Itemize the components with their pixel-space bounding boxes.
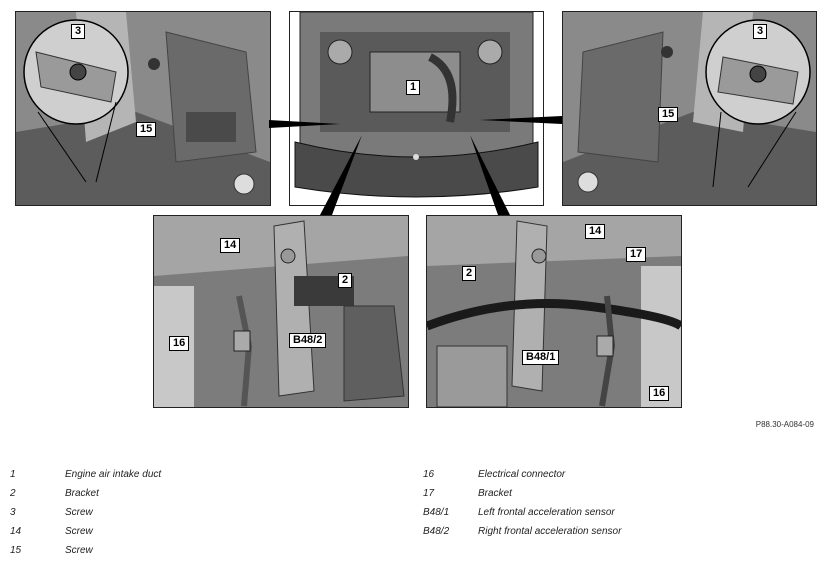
legend-value: Screw xyxy=(65,526,93,537)
callout-14-bottom-right: 14 xyxy=(585,224,606,239)
callout-17-bottom-right: 17 xyxy=(626,247,647,262)
callout-b48-2-bottom-left: B48/2 xyxy=(289,333,327,348)
figure-code: P88.30-A084-09 xyxy=(755,420,814,429)
top-left-illustration xyxy=(16,12,270,205)
legend-value: Screw xyxy=(65,545,93,556)
callout-2-bottom-right: 2 xyxy=(462,266,477,281)
legend-key: 14 xyxy=(10,526,22,537)
detail-panel-bottom-right: 14 2 17 B48/1 16 xyxy=(426,215,682,408)
legend-value: Electrical connector xyxy=(478,469,566,480)
legend-key: 16 xyxy=(423,469,435,480)
legend-value: Engine air intake duct xyxy=(65,469,162,480)
legend-key: 17 xyxy=(423,488,435,499)
detail-panel-top-right: 3 15 xyxy=(562,11,817,206)
callout-2-bottom-left: 2 xyxy=(338,273,353,288)
callout-3-top-right: 3 xyxy=(753,24,768,39)
legend-key: B48/2 xyxy=(423,526,450,537)
legend-value: Bracket xyxy=(65,488,99,499)
bottom-right-illustration xyxy=(427,216,681,407)
legend-key: 3 xyxy=(10,507,16,518)
detail-panel-bottom-left: 14 2 B48/2 16 xyxy=(153,215,409,408)
detail-panel-top-left: 3 15 xyxy=(15,11,271,206)
callout-16-bottom-right: 16 xyxy=(649,386,670,401)
legend-value: Right frontal acceleration sensor xyxy=(478,526,622,537)
legend-key: B48/1 xyxy=(423,507,450,518)
top-right-illustration xyxy=(563,12,816,205)
legend-key: 1 xyxy=(10,469,16,480)
legend-key: 2 xyxy=(10,488,16,499)
legend-value: Bracket xyxy=(478,488,512,499)
callout-3-top-left: 3 xyxy=(71,24,86,39)
callout-15-top-right: 15 xyxy=(658,107,679,122)
callout-1-overview: 1 xyxy=(406,80,421,95)
callout-14-bottom-left: 14 xyxy=(220,238,241,253)
overview-panel-engine-bay: 1 xyxy=(289,11,544,206)
engine-bay-illustration xyxy=(294,12,539,198)
legend-key: 15 xyxy=(10,545,22,556)
legend-value: Left frontal acceleration sensor xyxy=(478,507,615,518)
callout-15-top-left: 15 xyxy=(136,122,157,137)
legend-value: Screw xyxy=(65,507,93,518)
callout-b48-1-bottom-right: B48/1 xyxy=(522,350,560,365)
callout-16-bottom-left: 16 xyxy=(169,336,190,351)
bottom-left-illustration xyxy=(154,216,408,407)
